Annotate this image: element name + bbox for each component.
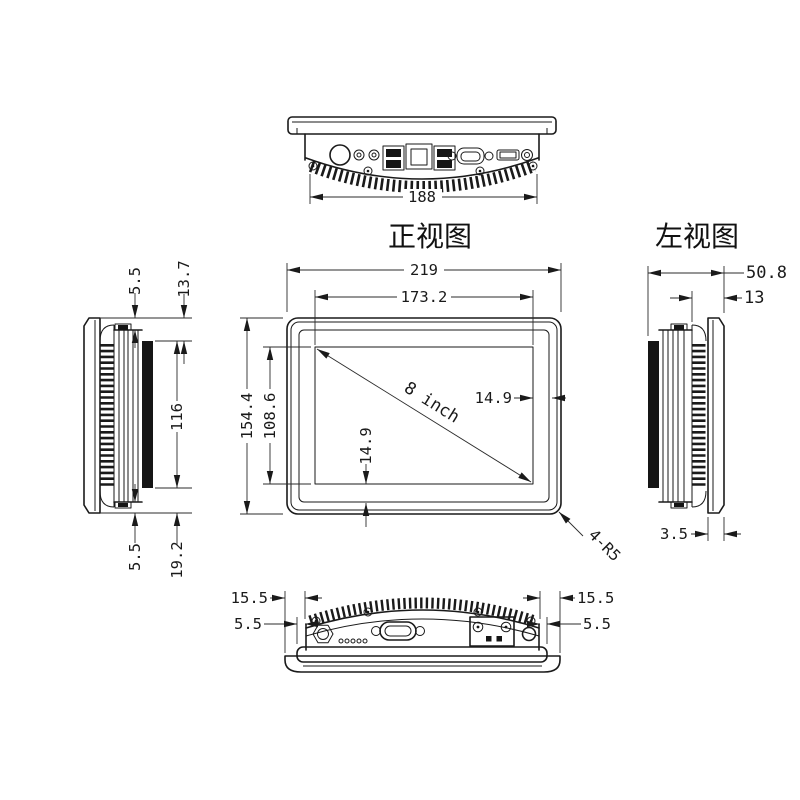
dim-label-3-5: 3.5 bbox=[660, 525, 688, 543]
right-profile-flange bbox=[707, 317, 725, 514]
power-indicator bbox=[521, 149, 533, 161]
bottom-view: 15.5 5.5 15.5 5.5 bbox=[231, 589, 614, 673]
front-view-title: 正视图 bbox=[388, 220, 472, 253]
dim-bottom-left-5-5: 5.5 bbox=[234, 615, 320, 633]
round-button-hole bbox=[521, 626, 537, 642]
dim-label-116: 116 bbox=[168, 403, 186, 431]
dim-total-depth-50-8: 50.8 bbox=[648, 263, 787, 283]
terminal-block bbox=[469, 616, 515, 647]
hex-antenna-connector bbox=[312, 624, 334, 644]
dim-front-depth-13: 13 bbox=[670, 288, 764, 308]
front-view: 8 inch 219 173.2 154.4 bbox=[238, 261, 624, 565]
dim-label-173-2: 173.2 bbox=[401, 288, 448, 306]
front-outer-frame bbox=[286, 317, 562, 515]
top-io-ports bbox=[329, 143, 533, 171]
bottom-flange-outer bbox=[284, 655, 561, 673]
dim-top-width: 188 bbox=[309, 174, 538, 206]
side-profile-right: 50.8 13 3.5 bbox=[647, 263, 787, 543]
dim-label-14-9-bottom: 14.9 bbox=[357, 427, 375, 464]
dim-label-15-5-left: 15.5 bbox=[231, 589, 268, 607]
dim-label-219: 219 bbox=[410, 261, 438, 279]
dim-flange-thickness-3-5: 3.5 bbox=[660, 525, 741, 543]
top-heatsink-base bbox=[305, 157, 539, 180]
screen-diagonal: 8 inch bbox=[316, 348, 532, 483]
left-profile-flange bbox=[83, 317, 101, 514]
dim-label-13-7: 13.7 bbox=[175, 260, 193, 297]
dim-label-15-5-right: 15.5 bbox=[577, 589, 614, 607]
corner-label-4-R5: 4-R5 bbox=[585, 526, 624, 565]
power-jack-port bbox=[329, 144, 351, 166]
dim-label-108-6: 108.6 bbox=[261, 393, 279, 440]
dim-bottom-left-15-5: 15.5 bbox=[231, 589, 322, 607]
hdmi-port bbox=[496, 149, 520, 161]
dim-band-height-116: 116 bbox=[168, 341, 186, 488]
dim-band-bottom-19-2: 19.2 bbox=[168, 513, 186, 579]
dim-margin-bottom: 14.9 bbox=[357, 427, 375, 527]
bottom-heatsink-fins bbox=[308, 597, 537, 627]
audio-jack-port bbox=[353, 149, 365, 161]
bottom-heatsink-base bbox=[305, 609, 540, 629]
top-view: 188 bbox=[287, 116, 557, 206]
dim-bottom-right-5-5: 5.5 bbox=[525, 615, 611, 633]
front-active-area bbox=[314, 346, 534, 485]
left-profile-back-band bbox=[142, 341, 153, 488]
top-heatsink-fins bbox=[308, 160, 537, 193]
dim-active-height: 108.6 bbox=[261, 346, 311, 485]
top-flange bbox=[287, 116, 557, 135]
corner-radius-callout: 4-R5 bbox=[558, 511, 624, 565]
dim-outer-height: 154.4 bbox=[238, 317, 283, 515]
left-view-title: 左视图 bbox=[655, 220, 739, 253]
front-bezel bbox=[298, 329, 550, 503]
dim-bottom-right-15-5: 15.5 bbox=[523, 589, 614, 607]
vent-holes bbox=[338, 638, 368, 644]
dim-flange-top-5-5: 5.5 bbox=[126, 267, 144, 348]
top-screws bbox=[308, 161, 538, 176]
dim-label-5-5-right: 5.5 bbox=[583, 615, 611, 633]
dim-label-50-8: 50.8 bbox=[746, 263, 787, 283]
dim-label-154-4: 154.4 bbox=[238, 393, 256, 440]
serial-port bbox=[371, 621, 425, 641]
right-profile-back-band bbox=[648, 341, 659, 488]
dim-label-5-5-left: 5.5 bbox=[234, 615, 262, 633]
dim-label-5-5-bottom: 5.5 bbox=[126, 543, 144, 571]
dim-label-188: 188 bbox=[408, 188, 436, 206]
vga-port bbox=[447, 147, 494, 165]
dim-band-top-13-7: 13.7 bbox=[175, 260, 193, 364]
dim-label-19-2: 19.2 bbox=[168, 541, 186, 578]
dim-label-5-5-top: 5.5 bbox=[126, 267, 144, 295]
dual-usb-port bbox=[433, 145, 456, 171]
dim-label-13: 13 bbox=[744, 288, 764, 308]
audio-jack-port bbox=[368, 149, 380, 161]
dim-outer-width: 219 bbox=[286, 261, 562, 312]
dual-usb-port bbox=[382, 145, 405, 171]
dim-label-14-9-right: 14.9 bbox=[475, 389, 512, 407]
ethernet-port bbox=[405, 143, 433, 170]
dim-margin-right: 14.9 bbox=[475, 389, 566, 407]
side-profile-left: 5.5 13.7 116 5.5 19.2 bbox=[83, 260, 193, 579]
dim-active-width: 173.2 bbox=[314, 288, 534, 345]
bottom-flange-inner bbox=[296, 646, 548, 663]
dim-flange-bottom-5-5: 5.5 bbox=[126, 484, 144, 571]
